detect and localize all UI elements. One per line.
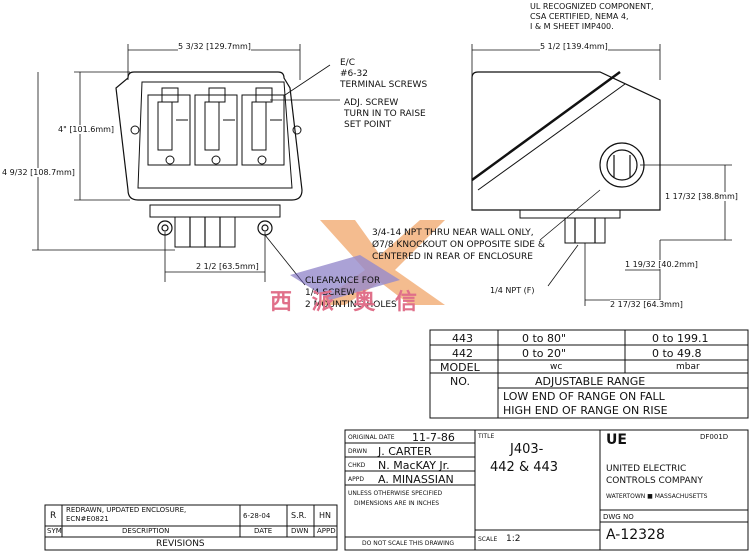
side-view [471, 70, 661, 244]
watermark-logo [290, 220, 445, 305]
table-lines [44, 329, 749, 551]
front-dimensions [32, 44, 340, 286]
front-view [115, 71, 303, 248]
